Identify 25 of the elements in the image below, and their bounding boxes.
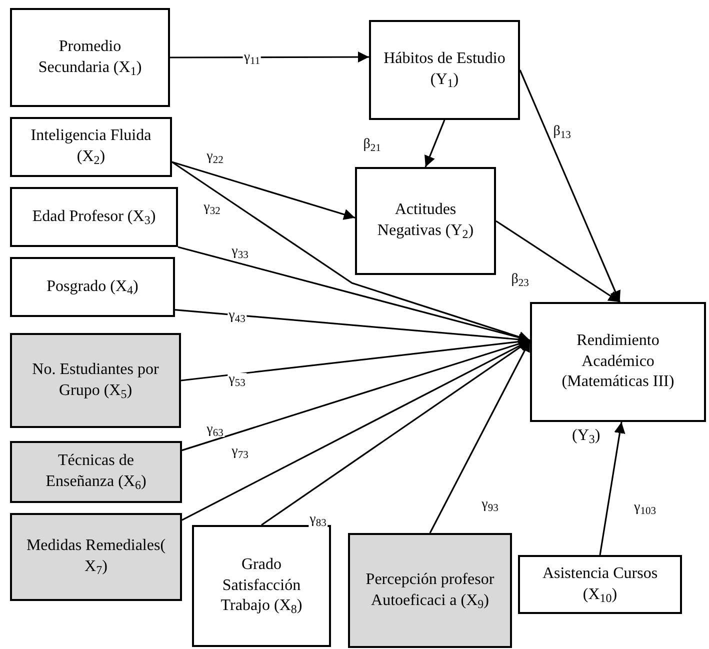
variable-box: Edad Profesor (X$_{3}$) [10, 187, 178, 247]
edge-label: β$_{21}$ [362, 138, 382, 152]
variable-box: Asistencia Cursos (X$_{10}$) [518, 555, 682, 614]
edge-label: γ$_{53}$ [228, 373, 246, 387]
variable-label: (Y$_{3}$) [572, 426, 600, 446]
arrow [519, 70, 620, 302]
arrow [424, 120, 446, 168]
shaded-variable-box: Medidas Remediales( X$_{7}$) [10, 513, 182, 601]
edge-label: β$_{13}$ [552, 125, 572, 139]
variable-box: Promedio Secundaria (X$_{1}$) [10, 8, 170, 107]
arrow [429, 340, 531, 534]
edge-label: β$_{23}$ [510, 273, 530, 287]
arrow [172, 161, 356, 220]
shaded-variable-box: Técnicas de Enseñanza (X$_{6}$) [10, 441, 182, 503]
arrow [599, 422, 626, 556]
arrow [496, 220, 620, 303]
variable-box: Grado Satisfacción Trabajo (X$_{8}$) [192, 525, 331, 647]
shaded-variable-box: No. Estudiantes por Grupo (X$_{5}$) [10, 333, 181, 428]
variable-box: Rendimiento Académico (Matemáticas III) [530, 302, 706, 422]
variable-box: Posgrado (X$_{4}$) [10, 257, 175, 317]
variable-box: Hábitos de Estudio (Y$_{1}$) [369, 20, 520, 120]
variable-box: Inteligencia Fluida (X$_{2}$) [10, 117, 172, 177]
variable-box: Actitudes Negativas (Y$_{2}$) [355, 167, 496, 275]
arrow [170, 51, 369, 63]
shaded-variable-box: Percepción profesor Autoeficaci a (X$_{9}$) [348, 533, 512, 648]
